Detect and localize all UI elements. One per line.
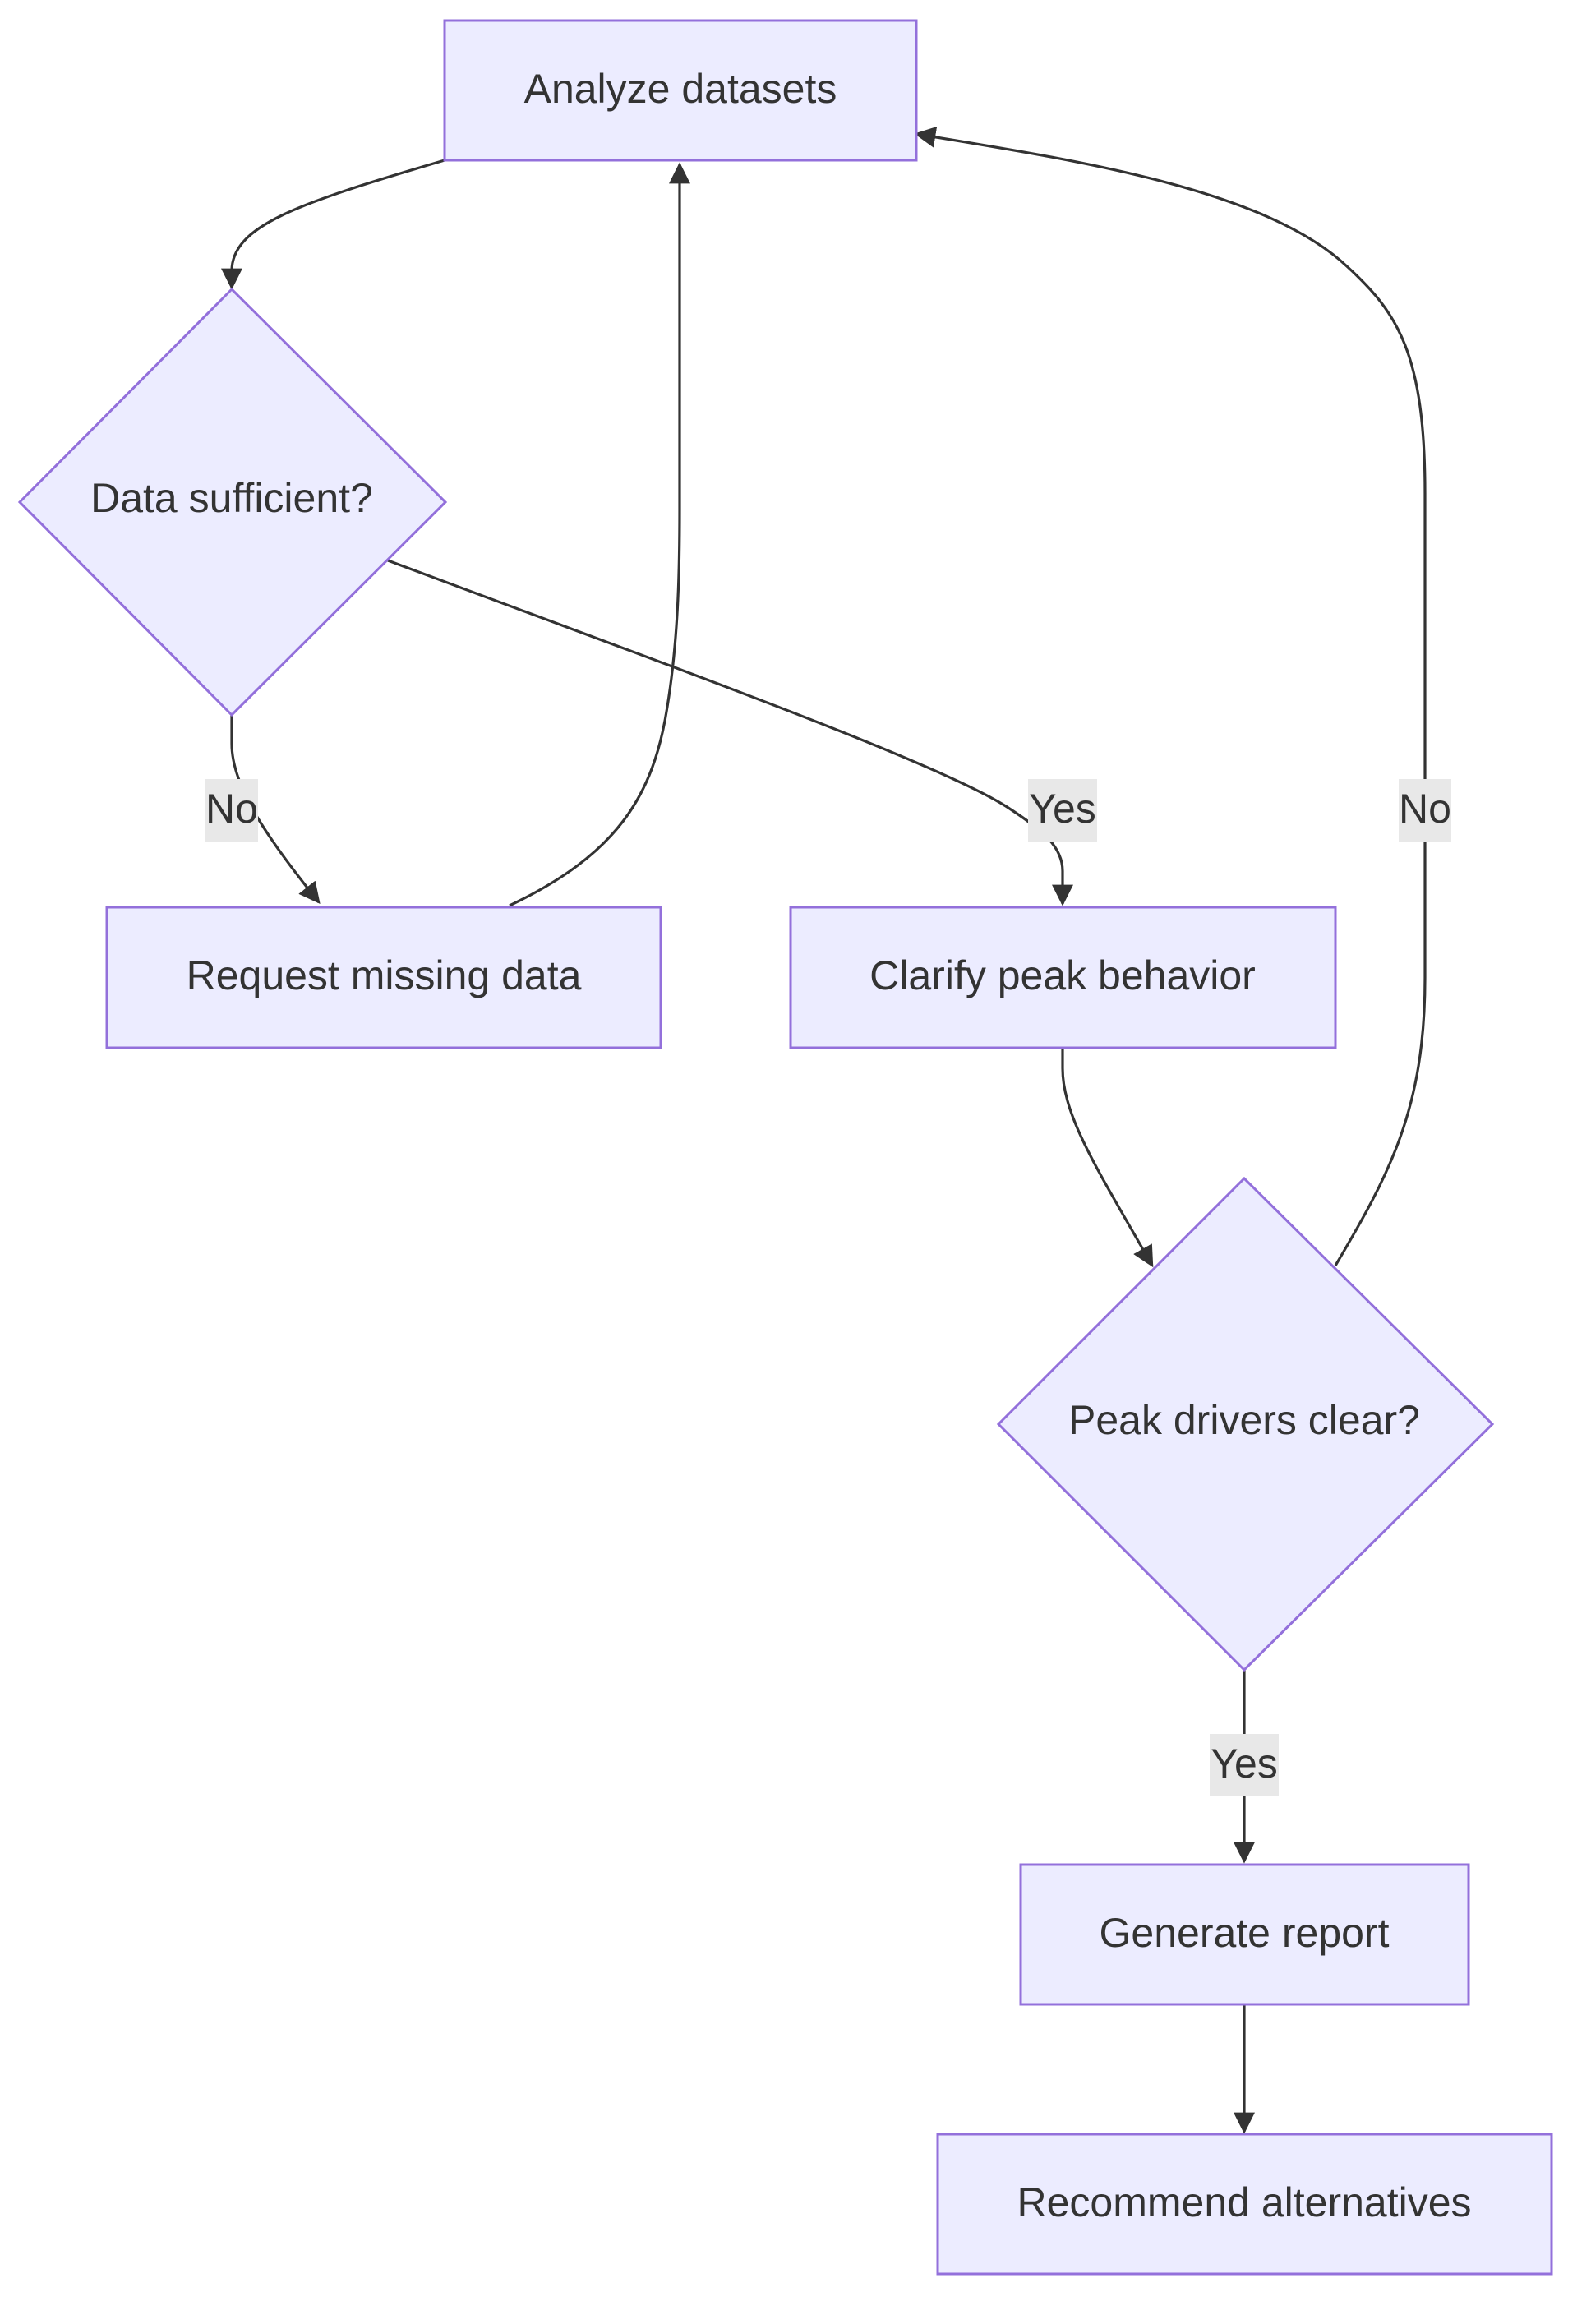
svg-text:Request missing data: Request missing data (187, 952, 582, 998)
edge-label-sufficient-no: No (205, 779, 258, 842)
edge-sufficient-to-clarify (387, 559, 1073, 906)
svg-text:Analyze datasets: Analyze datasets (524, 66, 837, 112)
svg-text:Yes: Yes (1029, 786, 1096, 832)
edges (221, 126, 1427, 2134)
node-peak-drivers-clear: Peak drivers clear? (996, 1176, 1495, 1672)
edge-label-sufficient-yes: Yes (1028, 779, 1097, 842)
edge-clarify-to-drivers (1061, 1048, 1154, 1268)
edge-labels: No Yes No Yes (205, 779, 1451, 1796)
svg-text:Recommend alternatives: Recommend alternatives (1017, 2179, 1471, 2225)
edge-label-drivers-yes: Yes (1210, 1734, 1279, 1796)
svg-text:No: No (205, 786, 258, 832)
svg-text:No: No (1399, 786, 1451, 832)
node-recommend-alternatives: Recommend alternatives (936, 2133, 1553, 2276)
nodes: Analyze datasets Data sufficient? Reques… (17, 19, 1553, 2276)
svg-text:Yes: Yes (1211, 1741, 1278, 1787)
edge-analyze-to-sufficient (221, 159, 445, 290)
node-data-sufficient: Data sufficient? (17, 287, 448, 717)
svg-text:Data sufficient?: Data sufficient? (90, 475, 373, 521)
node-generate-report: Generate report (1019, 1863, 1470, 2006)
edge-drivers-to-analyze (914, 126, 1427, 1266)
svg-text:Clarify peak behavior: Clarify peak behavior (869, 952, 1256, 998)
edge-request-to-analyze (509, 162, 690, 907)
svg-text:Peak drivers clear?: Peak drivers clear? (1068, 1397, 1420, 1443)
node-clarify-peak-behavior: Clarify peak behavior (789, 906, 1337, 1049)
node-request-missing-data: Request missing data (105, 906, 662, 1049)
edge-label-drivers-no: No (1399, 779, 1451, 842)
svg-text:Generate report: Generate report (1100, 1910, 1390, 1956)
node-analyze-datasets: Analyze datasets (443, 19, 918, 162)
